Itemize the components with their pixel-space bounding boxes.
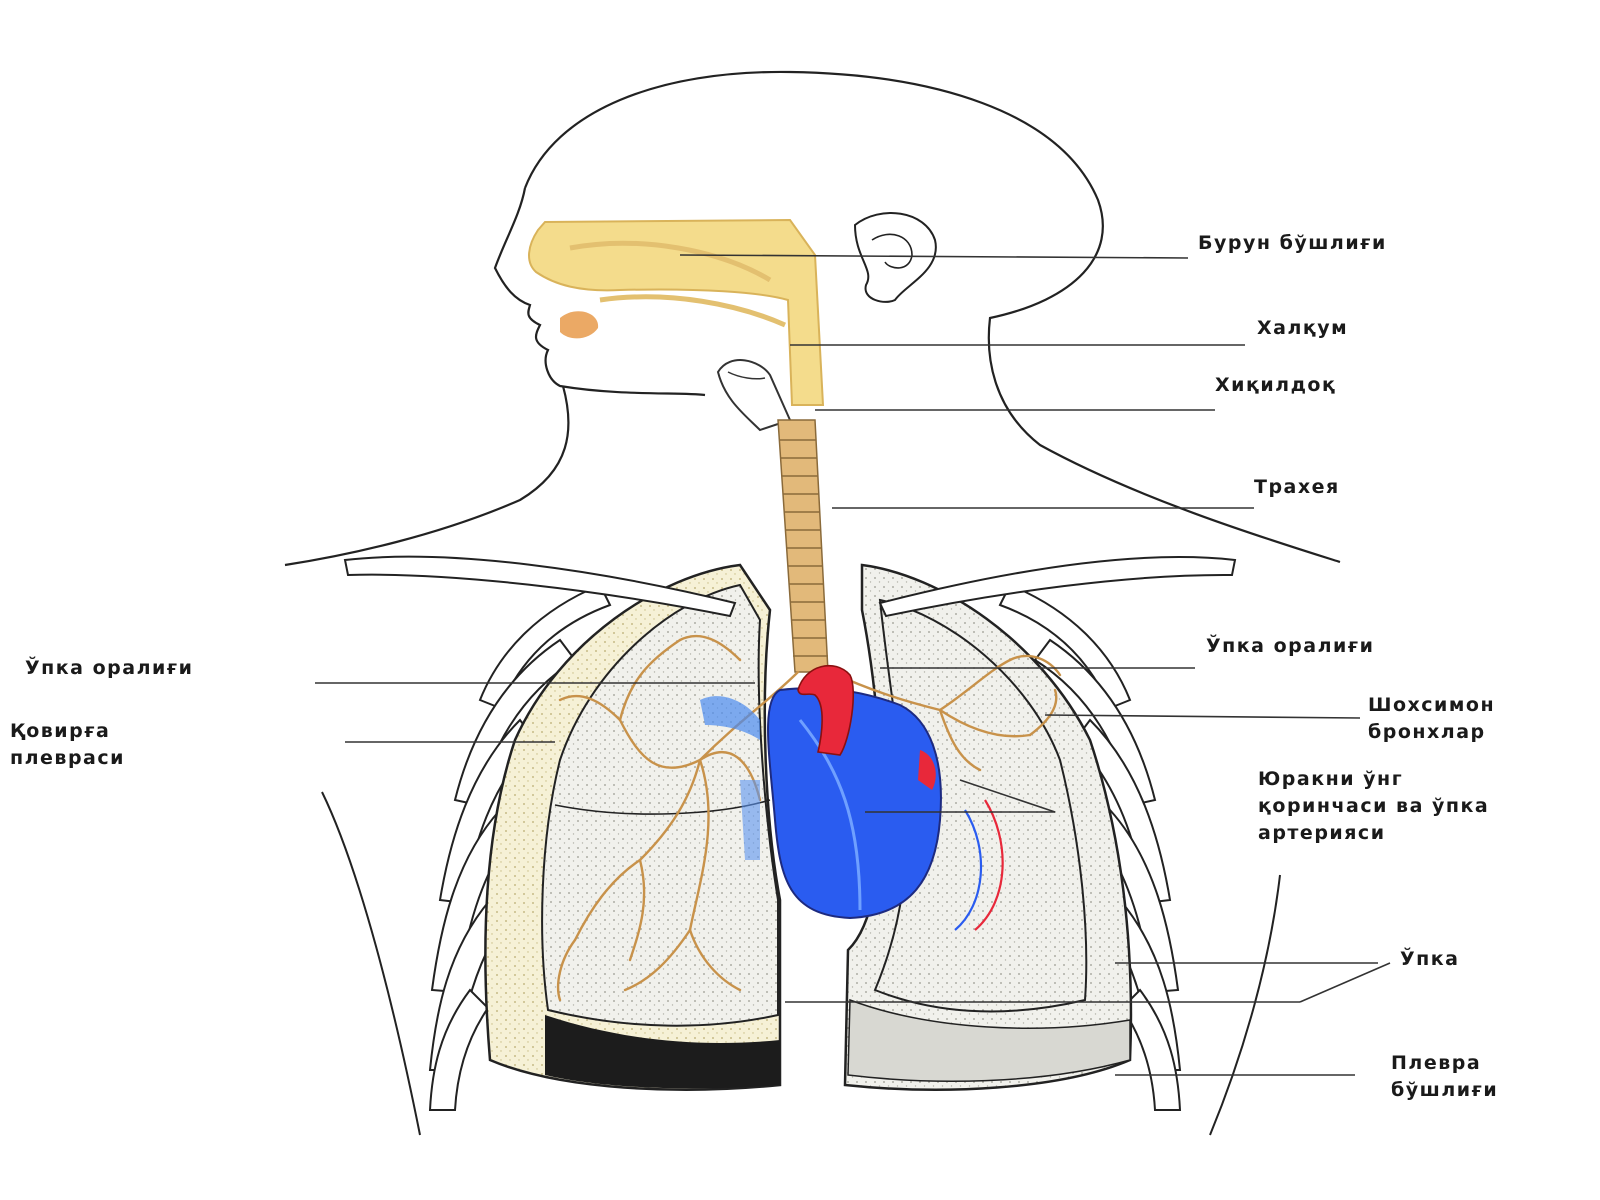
mouth-tongue <box>560 311 599 339</box>
label-pleural-cavity: Плевра бўшлиғи <box>1391 1052 1499 1101</box>
label-trachea: Трахея <box>1254 476 1340 498</box>
face-profile <box>493 187 706 397</box>
ear <box>853 212 937 303</box>
label-mediastinum-left: Ўпка оралиғи <box>25 657 194 679</box>
aorta <box>797 664 855 756</box>
body-outline <box>523 70 1341 564</box>
clavicle-left <box>343 555 737 618</box>
clavicle-right <box>878 556 1237 618</box>
heart <box>767 687 942 920</box>
label-mediastinum-right: Ўпка оралиғи <box>1206 635 1375 657</box>
label-lung: Ўпка <box>1400 948 1460 970</box>
label-costal-pleura: Қовирға плевраси <box>10 720 125 769</box>
neck-front <box>284 385 570 567</box>
label-bronchi: Шохсимон бронхлар <box>1368 694 1496 743</box>
nasal-cavity <box>528 218 825 406</box>
trachea-rings <box>780 439 828 657</box>
leader-lines <box>315 254 1391 1076</box>
bronchial-tree-left <box>556 634 800 1002</box>
label-pharynx: Халқум <box>1257 317 1349 339</box>
label-nasal-cavity: Бурун бўшлиғи <box>1198 232 1387 254</box>
label-heart-pulmonary-artery: Юракни ўнг қоринчаси ва ўпка артерияси <box>1258 768 1490 844</box>
label-larynx: Хиқилдоқ <box>1215 374 1337 396</box>
